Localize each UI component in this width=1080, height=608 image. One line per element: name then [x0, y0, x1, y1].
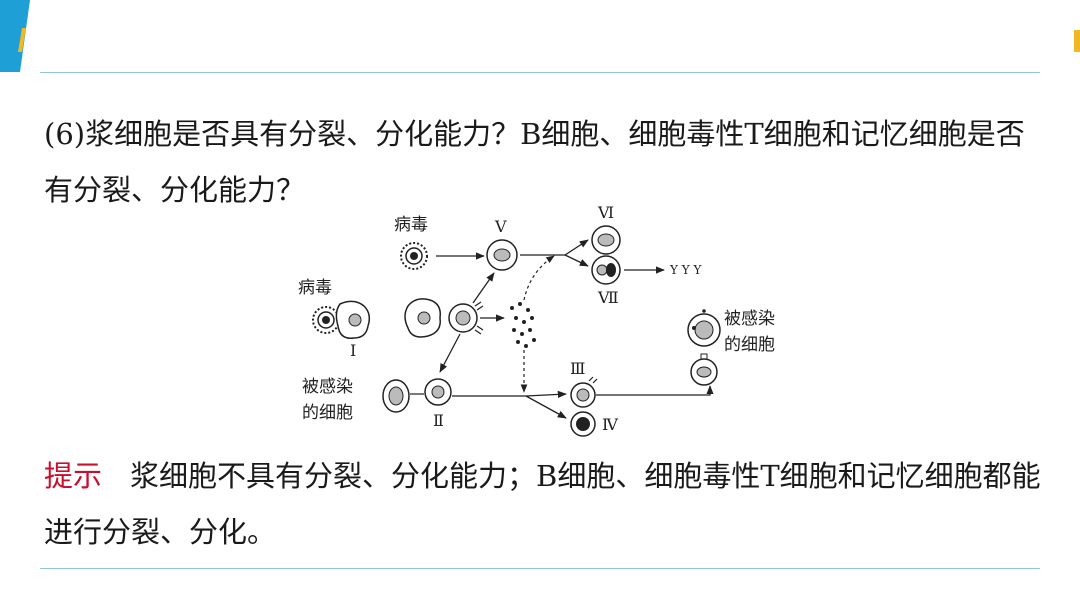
corner-tab-decoration: [0, 0, 30, 72]
dashed-arrow-to-vi: [523, 255, 555, 301]
header-divider: [40, 72, 1040, 73]
label-roman-v: Ⅴ: [494, 217, 507, 236]
infected-cell-left: [382, 379, 410, 413]
cytokines-icon: [510, 302, 536, 348]
hint-text: 浆细胞不具有分裂、分化能力；B细胞、细胞毒性T细胞和记忆细胞都能进行分裂、分化。: [44, 459, 1041, 549]
immune-response-diagram: 病毒 Ⅴ Ⅵ Ⅶ Y Y Y 病毒 Ⅰ: [298, 203, 775, 437]
arrow-t-to-ii: [439, 333, 461, 373]
cell-vi: [591, 225, 621, 255]
right-tab-decoration: [1074, 30, 1080, 52]
hint-label: 提示: [44, 459, 103, 493]
t-cell-right-bottom: [690, 353, 718, 386]
cell-iii: [570, 376, 598, 408]
label-infected-right-2: 的细胞: [724, 335, 775, 355]
question-text: (6)浆细胞是否具有分裂、分化能力？B细胞、细胞毒性T细胞和记忆细胞是否有分裂、…: [44, 117, 1025, 207]
virus-icon-top: [400, 242, 428, 270]
cell-i: [335, 300, 371, 339]
infected-cell-right-top: [687, 309, 721, 347]
label-roman-vii: Ⅶ: [597, 288, 619, 307]
label-roman-ii: Ⅱ: [433, 411, 444, 430]
arrow-iii-to-infected: [596, 385, 714, 396]
helper-t-cell: [448, 301, 484, 335]
arrow-t-to-v: [472, 272, 495, 304]
label-roman-iii: Ⅲ: [570, 359, 585, 378]
cell-v: [486, 239, 518, 271]
cell-ii: [424, 378, 452, 406]
footer-divider: [40, 568, 1040, 569]
label-roman-iv: Ⅳ: [602, 415, 619, 434]
antibodies-icon: Y Y Y: [669, 263, 702, 277]
antigen-presenting-cell: [404, 298, 442, 338]
cell-vii: [591, 255, 621, 285]
label-infected-left-1: 被感染: [302, 377, 353, 397]
virus-icon-left: [312, 306, 340, 334]
label-infected-left-2: 的细胞: [302, 403, 353, 423]
cell-iv: [570, 411, 596, 437]
label-roman-i: Ⅰ: [350, 341, 356, 360]
hint-block: 提示浆细胞不具有分裂、分化能力；B细胞、细胞毒性T细胞和记忆细胞都能进行分裂、分…: [44, 448, 1044, 560]
label-roman-vi: Ⅵ: [597, 203, 614, 222]
label-virus-left: 病毒: [298, 278, 332, 298]
label-infected-right-1: 被感染: [724, 309, 775, 329]
label-virus-top: 病毒: [394, 215, 428, 235]
